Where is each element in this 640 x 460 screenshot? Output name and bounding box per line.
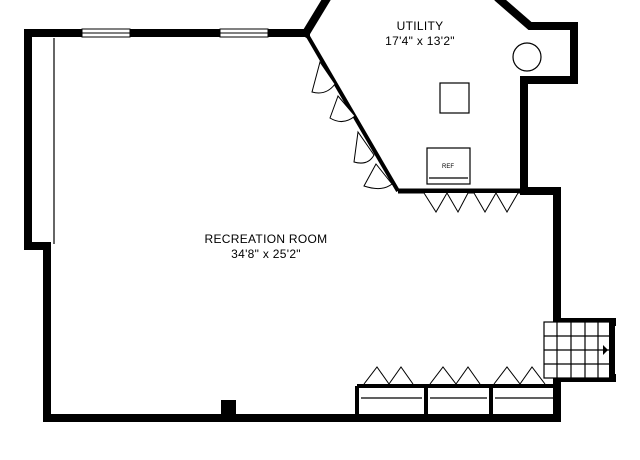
door-swing-4	[363, 163, 393, 190]
window-1	[81, 28, 131, 38]
refrigerator: REF	[426, 147, 471, 185]
recreation-dimensions: 34'8" x 25'2"	[231, 247, 301, 261]
door-swing-2	[329, 95, 356, 122]
door-swing-1	[311, 60, 336, 94]
diagonal-partition	[304, 31, 524, 194]
left-wall-window	[53, 38, 55, 244]
stairs	[543, 318, 615, 382]
water-heater	[512, 42, 542, 72]
furnace	[439, 82, 470, 114]
closets	[355, 366, 557, 418]
stair-arrow-icon	[603, 345, 608, 355]
utility-bifold-doors	[423, 192, 519, 214]
door-swing-3	[353, 130, 375, 164]
window-2	[219, 28, 269, 38]
utility-dimensions: 17'4" x 13'2"	[385, 34, 455, 48]
utility-name: UTILITY	[397, 19, 444, 33]
recreation-name: RECREATION ROOM	[205, 232, 328, 246]
ref-label: REF	[442, 164, 454, 170]
support-column	[221, 400, 236, 418]
